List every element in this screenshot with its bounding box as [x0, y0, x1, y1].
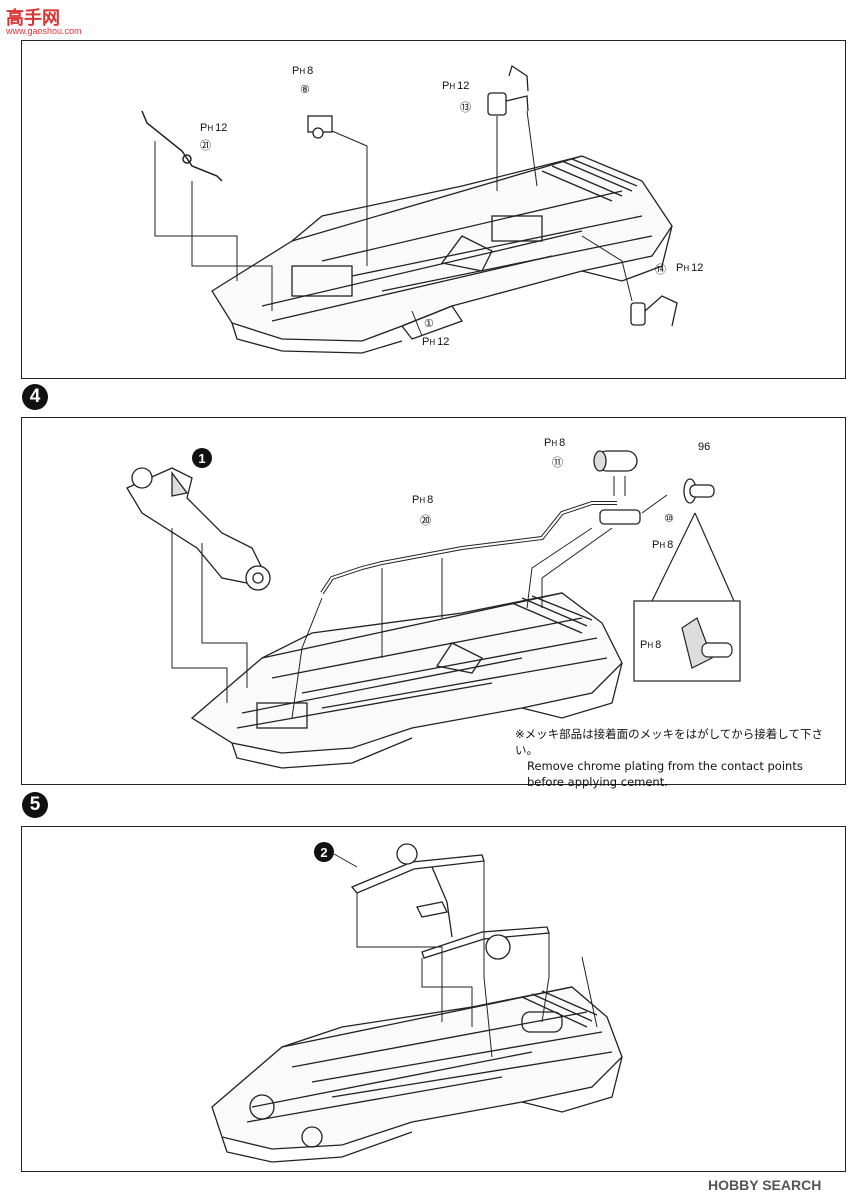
watermark-logo: 高手网: [6, 4, 60, 30]
part-number-10: ⑩: [664, 513, 674, 525]
part-96-chrome-tip: [683, 478, 715, 504]
watermark-url: www.gaoshou.com: [6, 26, 82, 36]
diagram-step-5: 2: [211, 842, 623, 1163]
part-11-muffler: [593, 450, 638, 472]
part-13-component: [487, 64, 529, 116]
part-number-1: ①: [424, 318, 434, 330]
step-number-5: 5: [22, 792, 48, 818]
part-21-rod: [141, 110, 223, 182]
part-8-component: [307, 115, 333, 139]
chassis-floor-pan: [190, 592, 623, 769]
part-1-suspension-arm: [126, 467, 271, 591]
part-number-11: ⑪: [552, 456, 563, 469]
chassis-floor-pan: [211, 986, 623, 1163]
detail-inset-box: [633, 512, 741, 682]
chassis-floor-pan: [211, 155, 673, 354]
part-number-96: 96: [698, 441, 710, 453]
watermark-logo-text: 高手网: [6, 8, 60, 28]
assembly-guide-lines: [356, 861, 598, 1058]
part-number-1-callout: 1: [198, 451, 205, 466]
part-number-20: ⑳: [420, 514, 431, 527]
step-number-4: 4: [22, 384, 48, 410]
part-number-21: ㉑: [200, 139, 211, 152]
watermark-brand-text: HOBBY SEARCH: [708, 1177, 822, 1193]
note-english-line1: Remove chrome plating from the contact p…: [527, 759, 803, 773]
assembly-guide-lines: [154, 110, 633, 337]
part-20-exhaust-pipe-inner: [321, 502, 617, 594]
note-english-line2: before applying cement.: [527, 775, 668, 789]
part-labels: 2: [314, 842, 358, 868]
note-japanese: ※メッキ部品は接着面のメッキをはがしてから接着して下さい。: [515, 727, 823, 757]
part-number-8: ⑧: [300, 84, 310, 96]
step-panel-5: 2: [21, 826, 846, 1172]
watermark-url-text: www.gaoshou.com: [6, 26, 82, 36]
part-14-component: [630, 295, 678, 327]
part-number-14: ⑭: [655, 263, 666, 276]
part-number-13: ⑬: [460, 101, 471, 114]
part-10-pipe-end: [599, 509, 641, 525]
watermark-brand: HOBBY SEARCH: [708, 1177, 821, 1193]
chrome-removal-note: ※メッキ部品は接着面のメッキをはがしてから接着して下さい。 Remove chr…: [515, 726, 840, 790]
part-number-2-callout: 2: [320, 845, 327, 860]
part-2-rear-arms: [350, 843, 550, 960]
assembly-guide-lines: [171, 476, 668, 719]
